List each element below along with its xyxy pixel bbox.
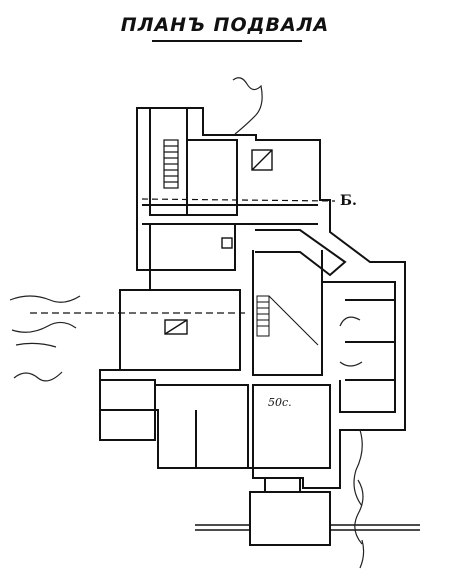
vestibule — [249, 478, 331, 546]
boundary-line — [195, 524, 420, 531]
room-right-stair — [252, 250, 323, 376]
section-marker-label: Б. — [340, 193, 357, 209]
room-center — [119, 289, 241, 371]
room-south-east — [252, 384, 331, 469]
stair-top — [163, 139, 179, 189]
room-west — [99, 379, 156, 441]
room-diag — [255, 229, 347, 277]
fixture-boxes — [164, 149, 273, 335]
plan-title: ПЛАНЪ ПОДВАЛА — [120, 14, 330, 36]
room-top-left — [149, 108, 188, 216]
stair-right — [256, 295, 319, 346]
room-south-a — [155, 384, 249, 468]
title-underline — [152, 40, 302, 42]
section-line — [141, 198, 336, 202]
room-mid-left — [149, 224, 236, 271]
handwritten-annotations — [9, 77, 365, 569]
east-partitions — [345, 299, 395, 381]
area-label: 50с. — [268, 396, 292, 409]
room-east — [322, 281, 396, 413]
room-stair-top — [187, 139, 238, 216]
